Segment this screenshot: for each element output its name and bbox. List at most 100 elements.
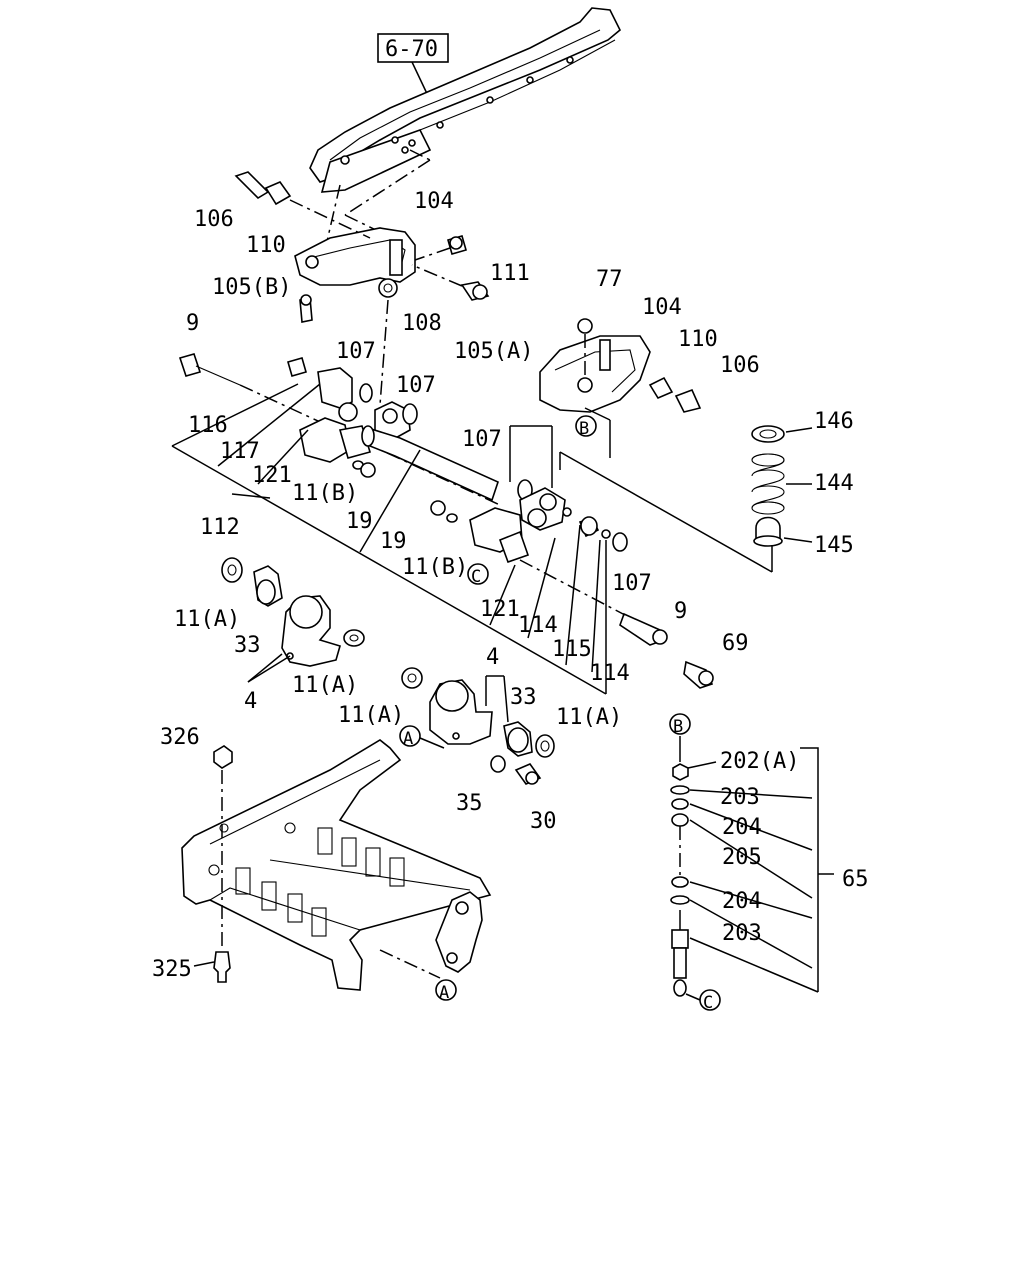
bushing-upper-left[interactable]	[338, 402, 358, 422]
nut-110-right[interactable]	[648, 376, 674, 400]
callout-146: 146	[814, 409, 854, 434]
bolt-9-lower[interactable]	[619, 612, 668, 646]
callout-35: 35	[456, 791, 483, 816]
washer-107-b[interactable]	[402, 403, 418, 425]
bolt-105b[interactable]	[299, 294, 313, 323]
callout-105a: 105(A)	[454, 339, 533, 364]
bracket-104-left[interactable]	[294, 227, 416, 286]
callout-325: 325	[152, 957, 192, 982]
bolt-106-right[interactable]	[674, 388, 702, 413]
callout-112: 112	[200, 515, 240, 540]
callout-11a-left-top: 11(A)	[174, 607, 240, 632]
callout-77: 77	[596, 267, 623, 292]
callout-65: 65	[842, 867, 869, 892]
washer-35[interactable]	[490, 755, 506, 773]
svg-text:B: B	[579, 419, 589, 439]
callout-9-lower: 9	[674, 599, 687, 624]
washer-11a-left-top[interactable]	[221, 557, 243, 583]
shock-absorber[interactable]	[671, 910, 689, 997]
marker-b-upper: B	[575, 415, 597, 439]
washer-203-upper[interactable]	[670, 785, 690, 795]
svg-text:A: A	[403, 729, 413, 749]
bolt-105a[interactable]	[460, 281, 490, 301]
nut-77[interactable]	[577, 318, 593, 334]
spring-seat-146[interactable]	[751, 425, 785, 443]
bushing-33-left[interactable]	[253, 565, 283, 607]
reference-box-label: 6-70	[385, 37, 438, 62]
nut-202a[interactable]	[672, 763, 689, 781]
callout-30: 30	[530, 809, 557, 834]
plate-121-lower[interactable]	[469, 507, 530, 564]
marker-c-lower: C	[699, 989, 721, 1013]
nut-19-lower[interactable]	[430, 500, 446, 516]
callout-121-upper: 121	[252, 463, 292, 488]
nut-326[interactable]	[213, 745, 233, 769]
collar-114-a[interactable]	[562, 507, 572, 517]
nut-110-left[interactable]	[264, 181, 292, 206]
callout-110-right: 110	[678, 327, 718, 352]
coil-spring-144[interactable]	[751, 453, 785, 515]
bolt-30[interactable]	[514, 763, 542, 785]
callout-33-right: 33	[510, 685, 537, 710]
bracket-4-right[interactable]	[429, 679, 493, 745]
washer-107-a[interactable]	[359, 383, 373, 403]
callout-11a-left-bottom: 11(A)	[292, 673, 358, 698]
leader-116	[171, 383, 299, 447]
callout-105b: 105(B)	[212, 275, 291, 300]
bracket-104-right[interactable]	[539, 335, 651, 413]
callout-202a: 202(A)	[720, 749, 799, 774]
bushing-205[interactable]	[671, 813, 689, 827]
chassis-crossmember	[181, 739, 492, 991]
callout-145: 145	[814, 533, 854, 558]
svg-text:C: C	[703, 993, 713, 1013]
collar-114-b[interactable]	[601, 529, 611, 539]
bushing-115[interactable]	[578, 516, 600, 538]
callout-203-lower: 203	[722, 921, 762, 946]
arm-upper-left[interactable]	[374, 401, 411, 441]
washer-11a-right-top[interactable]	[401, 667, 423, 689]
washer-204-upper[interactable]	[671, 798, 689, 810]
bushing-33-right[interactable]	[503, 721, 533, 757]
washer-11a-right-bottom[interactable]	[535, 734, 555, 758]
bolt-69[interactable]	[683, 660, 714, 689]
reference-box[interactable]: 6-70	[377, 33, 449, 63]
callout-144: 144	[814, 471, 854, 496]
bushing-lower-right[interactable]	[527, 508, 547, 528]
callout-19-lower: 19	[380, 529, 407, 554]
callout-9-upper: 9	[186, 311, 199, 336]
washer-11a-left-bottom[interactable]	[343, 629, 365, 647]
callout-106-right: 106	[720, 353, 760, 378]
callout-106-left: 106	[194, 207, 234, 232]
plate-121-upper[interactable]	[299, 417, 372, 463]
callout-203-upper: 203	[720, 785, 760, 810]
washer-203-lower[interactable]	[670, 895, 690, 905]
marker-a-lower: A	[435, 979, 457, 1003]
nut-108[interactable]	[378, 278, 398, 298]
stabilizer-bar[interactable]	[361, 425, 499, 502]
svg-text:B: B	[673, 717, 683, 737]
nut-19-upper[interactable]	[360, 462, 376, 478]
bracket-117[interactable]	[317, 367, 353, 409]
bolt-106-left[interactable]	[234, 171, 270, 200]
bolt-111[interactable]	[447, 235, 467, 255]
callout-labels: 106 110 104 111 105(B) 108 105(A) 77 104…	[152, 189, 869, 982]
bolt-325[interactable]	[213, 951, 231, 983]
bolt-9-upper[interactable]	[178, 353, 241, 386]
bolt-116[interactable]	[287, 357, 307, 377]
frame-rail-top	[309, 7, 621, 193]
callout-110-left: 110	[246, 233, 286, 258]
washer-107-d[interactable]	[612, 532, 628, 552]
callout-104-right: 104	[642, 295, 682, 320]
callout-204-lower: 204	[722, 889, 762, 914]
washer-204-lower[interactable]	[671, 876, 689, 888]
callout-107-a: 107	[336, 339, 376, 364]
callout-115: 115	[552, 637, 592, 662]
bump-stop-145[interactable]	[753, 516, 783, 547]
washer-11b-lower[interactable]	[446, 513, 458, 523]
svg-text:A: A	[439, 983, 449, 1003]
bracket-4-left[interactable]	[281, 595, 341, 667]
callout-104-left: 104	[414, 189, 454, 214]
callout-117: 117	[220, 439, 260, 464]
callout-107-c: 107	[462, 427, 502, 452]
callout-326: 326	[160, 725, 200, 750]
